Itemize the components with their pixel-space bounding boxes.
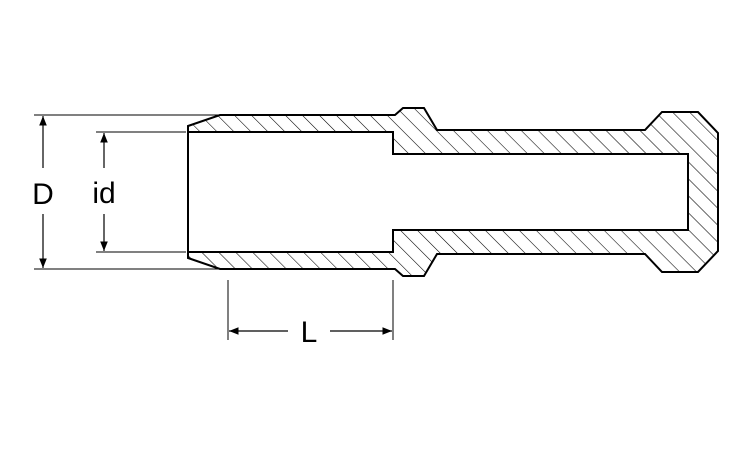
label-id: id: [92, 177, 115, 210]
section-hatched: [187, 107, 719, 277]
label-d: D: [32, 178, 54, 211]
label-l: L: [301, 316, 318, 349]
